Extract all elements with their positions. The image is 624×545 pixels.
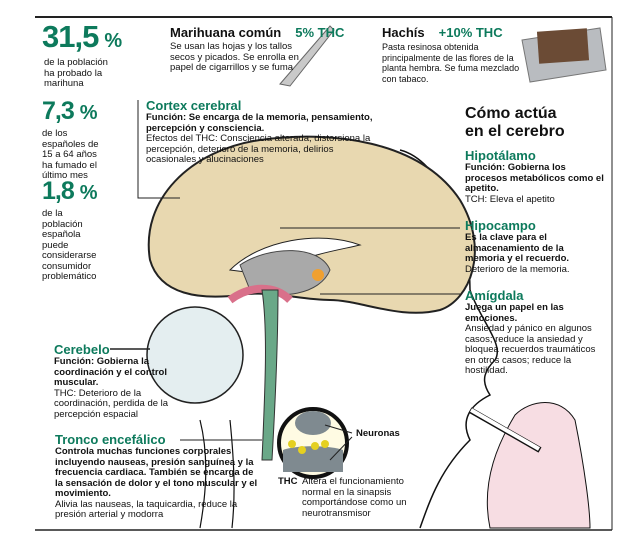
limbic-region <box>227 284 293 304</box>
stat-value: 7,3 <box>42 97 75 125</box>
cerebelo-title: Cerebelo <box>54 342 110 357</box>
amigdala-label: Amígdala Juega un papel en las emociones… <box>465 288 605 377</box>
cortex-title: Cortex cerebral <box>146 98 242 113</box>
stat-1: 31,5% de la población ha probado la mari… <box>42 19 122 90</box>
brainstem <box>261 289 279 461</box>
heading-line: en el cerebro <box>465 123 565 140</box>
cerebelo-function: Función: Gobierna la coordinación y el c… <box>54 356 167 388</box>
amigdala-effect: Ansiedad y pánico en algunos casos; redu… <box>465 323 596 376</box>
hipocampo-label: Hipocampo Es la clave para el almacenami… <box>465 218 605 275</box>
heading-line: Cómo actúa <box>465 105 557 122</box>
cortex-label: Cortex cerebral Función: Se encarga de l… <box>146 98 376 166</box>
stat-text: de la población española puede considera… <box>42 208 97 282</box>
tronco-function: Controla muchas funciones corporales inc… <box>55 446 258 499</box>
cortex-function: Función: Se encarga de la memoria, pensa… <box>146 112 373 134</box>
product-hachis: Hachís +10% THC Pasta resinosa obtenida p… <box>382 24 532 84</box>
section-heading: Cómo actúa en el cerebro <box>465 105 565 141</box>
product-text: Pasta resinosa obtenida principalmente d… <box>382 42 520 84</box>
hipocampo-effect: Deterioro de la memoria. <box>465 263 570 275</box>
neuron-bottom <box>283 446 343 472</box>
cortex-effects: Efectos del THC: Consciencia alterada, d… <box>146 133 371 165</box>
product-name: Hachís <box>382 25 425 40</box>
stat-3: 1,8% de la población española puede cons… <box>42 177 102 283</box>
tronco-effect: Alivia las nauseas, la taquicardia, redu… <box>55 498 238 520</box>
stat-value: 1,8 <box>42 177 75 205</box>
stat-unit: % <box>104 30 122 52</box>
hipocampo-function: Es la clave para el almacenamiento de la… <box>465 232 570 264</box>
hipotalamo-function: Función: Gobierna los procesos metabólic… <box>465 162 604 194</box>
cerebellum <box>146 306 244 404</box>
neuron-top <box>295 411 331 435</box>
amigdala-title: Amígdala <box>465 288 524 303</box>
product-marihuana: Marihuana común 5% THC Se usan las hojas … <box>170 24 345 74</box>
tronco-title: Tronco encefálico <box>55 432 166 447</box>
neuronas-label: Neuronas <box>356 428 400 439</box>
stat-unit: % <box>79 102 98 124</box>
tronco-label: Tronco encefálico Controla muchas funcio… <box>55 432 260 521</box>
hipocampo-title: Hipocampo <box>465 218 536 233</box>
hand <box>486 402 591 529</box>
synapse-text: Altera el funcionamiento normal en la si… <box>302 476 407 519</box>
amigdala-function: Juega un papel en las emociones. <box>465 302 564 324</box>
neck-lines <box>199 419 235 529</box>
stat-unit: % <box>79 182 98 204</box>
hashish-image <box>521 27 607 83</box>
joint-image <box>279 25 335 87</box>
product-thc: +10% THC <box>438 25 503 40</box>
thc-label: THC <box>278 476 298 487</box>
stat-text: de la población ha probado la marihuna <box>44 57 108 89</box>
stat-text: de los españoles de 15 a 64 años ha fuma… <box>42 128 99 181</box>
hipotalamo-effect: TCH: Eleva el apetito <box>465 193 555 205</box>
hipotalamo-label: Hipotálamo Función: Gobierna los proceso… <box>465 148 605 205</box>
hipotalamo-title: Hipotálamo <box>465 148 536 163</box>
hypothalamus-marker <box>312 269 324 281</box>
product-name: Marihuana común <box>170 25 282 40</box>
stat-value: 31,5 <box>42 19 99 54</box>
cerebelo-effect: THC: Deterioro de la coordinación, perdi… <box>54 387 169 420</box>
product-text: Se usan las hojas y los tallos secos y p… <box>170 41 299 73</box>
product-thc: 5% THC <box>295 25 345 40</box>
cerebelo-label: Cerebelo Función: Gobierna la coordinaci… <box>54 342 174 420</box>
stat-2: 7,3% de los españoles de 15 a 64 años ha… <box>42 97 104 182</box>
